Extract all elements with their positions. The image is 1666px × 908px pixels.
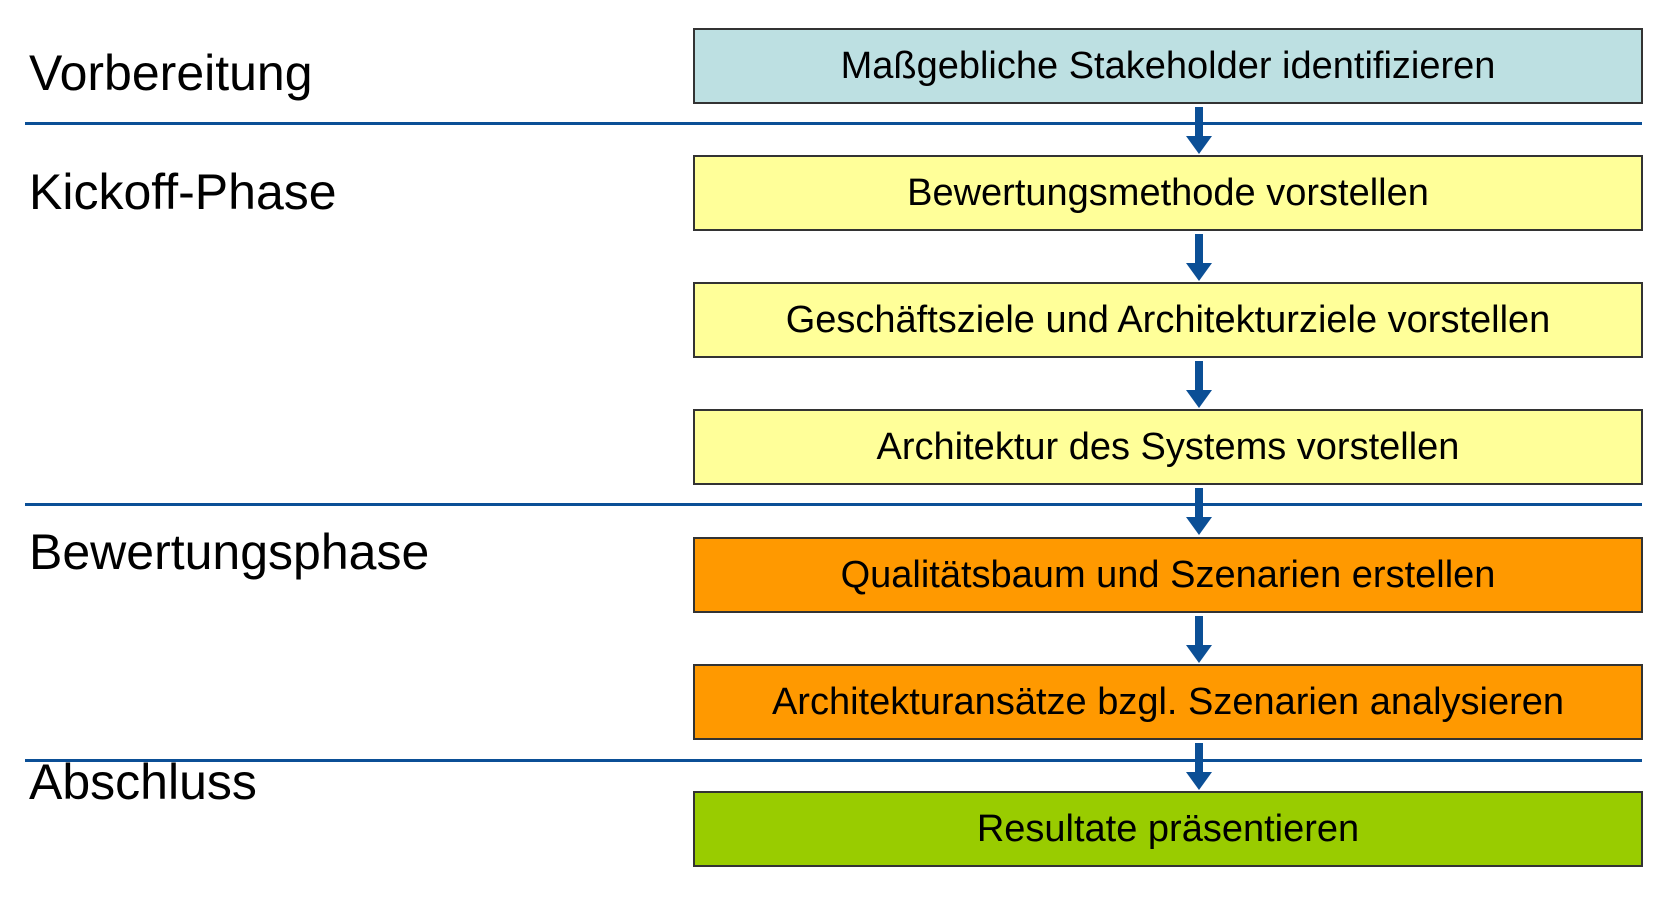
step-present-architecture: Architektur des Systems vorstellen <box>693 409 1643 485</box>
phase-label-conclusion: Abschluss <box>29 754 257 810</box>
flow-arrow <box>1186 743 1212 790</box>
flow-arrow <box>1186 361 1212 408</box>
step-create-quality-tree: Qualitätsbaum und Szenarien erstellen <box>693 537 1643 613</box>
phase-label-evaluation: Bewertungsphase <box>29 524 430 580</box>
step-present-results: Resultate präsentieren <box>693 791 1643 867</box>
phase-separator <box>25 759 1642 762</box>
phase-label-kickoff: Kickoff-Phase <box>29 164 337 220</box>
phase-separator <box>25 503 1642 506</box>
phase-separator <box>25 122 1642 125</box>
flow-arrow <box>1186 107 1212 154</box>
step-identify-stakeholders: Maßgebliche Stakeholder identifizieren <box>693 28 1643 104</box>
step-present-method: Bewertungsmethode vorstellen <box>693 155 1643 231</box>
flow-arrow <box>1186 488 1212 535</box>
phase-label-preparation: Vorbereitung <box>29 45 313 101</box>
step-present-business-goals: Geschäftsziele und Architekturziele vors… <box>693 282 1643 358</box>
step-analyze-approaches: Architekturansätze bzgl. Szenarien analy… <box>693 664 1643 740</box>
flow-arrow <box>1186 616 1212 663</box>
flow-arrow <box>1186 234 1212 281</box>
